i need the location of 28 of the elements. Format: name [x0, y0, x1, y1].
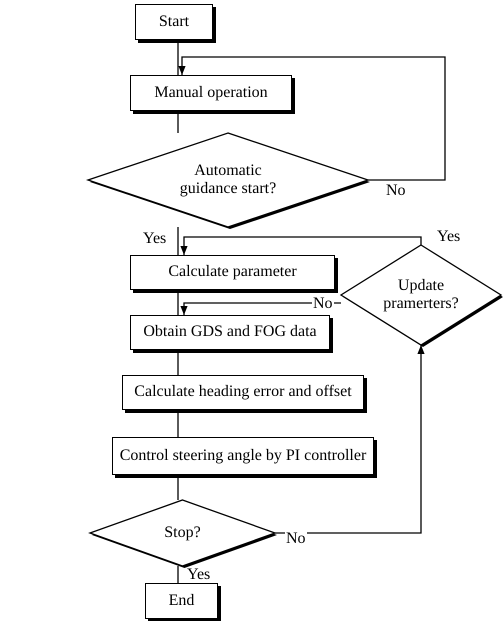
node-text: Control steering angle by PI controller — [120, 446, 366, 466]
node-text: Obtain GDS and FOG data — [143, 323, 317, 342]
arrow — [275, 345, 425, 534]
arrow — [178, 56, 446, 181]
arrow — [180, 236, 422, 255]
decision-diamond — [88, 133, 368, 227]
connector-line — [177, 40, 179, 75]
process-box — [122, 375, 364, 410]
node-text: Automatic guidance start? — [178, 162, 278, 198]
node-text: Start — [158, 12, 190, 32]
process-box — [112, 437, 374, 475]
arrow — [180, 302, 341, 315]
connector-line — [177, 227, 179, 255]
terminal-box — [135, 4, 213, 40]
node-text: End — [168, 592, 194, 610]
process-box — [130, 255, 335, 290]
terminal-box — [145, 583, 218, 619]
decision-diamond — [341, 245, 501, 345]
process-box — [130, 315, 330, 350]
decision-diamond — [90, 500, 275, 566]
connector-line — [177, 566, 179, 583]
node-text: Manual operation — [154, 84, 268, 102]
node-text: Update pramerters? — [382, 276, 460, 314]
node-text: Calculate heading error and offset — [134, 383, 352, 402]
node-text: Calculate parameter — [168, 263, 297, 282]
connector-line — [177, 410, 179, 437]
process-box — [130, 75, 292, 111]
node-text: Stop? — [164, 524, 201, 542]
